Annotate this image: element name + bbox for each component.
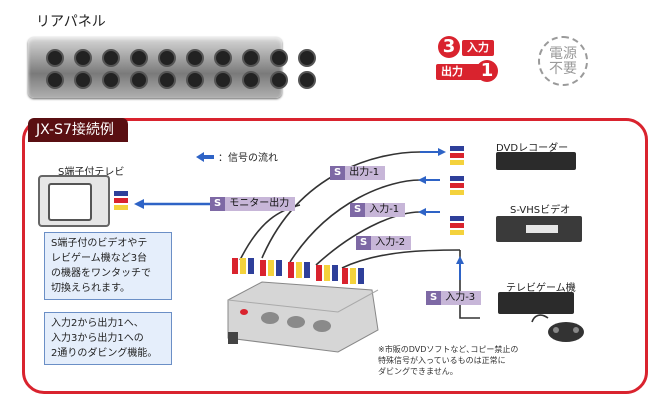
output1-text: 出力-1	[349, 167, 380, 178]
flow-out1-head	[438, 148, 446, 156]
cable-input1	[289, 179, 421, 263]
port	[214, 71, 232, 89]
plugs-tv	[114, 191, 128, 210]
port	[74, 49, 92, 67]
tv-screen	[48, 183, 92, 221]
port	[186, 71, 204, 89]
svhs-label: S-VHSビデオ	[510, 205, 571, 216]
plugs-svhs2	[450, 216, 464, 235]
port	[158, 71, 176, 89]
no-power-line1: 電源	[549, 46, 577, 62]
port	[186, 49, 204, 67]
note2-line2: 入力3から出力1への	[51, 333, 144, 344]
port	[46, 71, 64, 89]
dvd-recorder	[496, 152, 576, 170]
plugs-dvd	[450, 146, 464, 165]
port	[270, 71, 288, 89]
cable-input2	[315, 211, 421, 266]
port	[270, 49, 288, 67]
svhs-video	[496, 216, 582, 242]
game-console	[498, 292, 574, 314]
port	[102, 49, 120, 67]
input3-text: 入力-3	[445, 292, 476, 303]
game-label: テレビゲーム機	[506, 283, 576, 294]
io-badge: 3 入力 出力 1	[436, 34, 526, 94]
plugs-svhs	[450, 176, 464, 195]
note-dubbing: 入力2から出力1へ、 入力3から出力1への 2通りのダビング機能。	[44, 312, 172, 365]
port-row-top	[46, 49, 316, 67]
disclaimer-line3: ダビングできません。	[378, 367, 458, 376]
port	[242, 71, 260, 89]
tv-device	[38, 175, 110, 227]
cable-input3	[341, 249, 461, 269]
s-mark: S	[426, 291, 442, 305]
s-mark: S	[350, 203, 366, 217]
flow-in3-head	[456, 256, 464, 264]
cassette-slot	[526, 225, 558, 233]
port	[130, 71, 148, 89]
port	[298, 49, 316, 67]
diagram-title: JX-S7接続例	[28, 118, 128, 142]
port	[214, 49, 232, 67]
inputs-count: 3	[438, 36, 460, 58]
port	[298, 71, 316, 89]
tv-label: S端子付テレビ	[58, 167, 125, 178]
switcher-device	[227, 281, 379, 353]
s-mark: S	[330, 166, 346, 180]
flow-in1-head	[418, 176, 426, 184]
cable-input3-down	[459, 250, 480, 319]
s-mark: S	[356, 236, 372, 250]
rear-panel-image	[28, 37, 316, 98]
outputs-count: 1	[476, 60, 498, 82]
disclaimer-line1: ※市販のDVDソフトなど､コピー禁止の	[378, 345, 519, 354]
note2-line1: 入力2から出力1へ、	[51, 318, 144, 329]
note1-line3: の機器をワンタッチで	[51, 268, 151, 279]
note-switching: S端子付のビデオやテ レビゲーム機など3台 の機器をワンタッチで 切換えられます…	[44, 232, 172, 300]
port	[130, 49, 148, 67]
inputs-label: 入力	[462, 40, 494, 56]
monitor-output-text: モニター出力	[229, 198, 290, 209]
monitor-flow-arrowhead	[134, 199, 144, 209]
no-power-line2: 不要	[549, 61, 577, 77]
disclaimer: ※市販のDVDソフトなど､コピー禁止の 特殊信号が入っているものは正常に ダビン…	[378, 344, 558, 377]
legend-arrow-icon	[196, 152, 214, 162]
legend-text: ：信号の流れ	[218, 153, 278, 164]
note2-line3: 2通りのダビング機能。	[51, 348, 158, 359]
flow-in2-head	[418, 208, 426, 216]
cable-monitor	[239, 204, 301, 261]
port-row-bottom	[46, 71, 316, 89]
port	[74, 71, 92, 89]
note1-line4: 切換えられます。	[51, 283, 130, 294]
note1-line1: S端子付のビデオやテ	[51, 238, 148, 249]
port	[242, 49, 260, 67]
disclaimer-line2: 特殊信号が入っているものは正常に	[378, 356, 506, 365]
port	[102, 71, 120, 89]
s-mark: S	[210, 197, 226, 211]
dvd-label: DVDレコーダー	[496, 143, 569, 154]
input2-text: 入力-2	[375, 237, 406, 248]
rear-panel-title: リアパネル	[36, 14, 106, 30]
port	[46, 49, 64, 67]
input1-text: 入力-1	[369, 204, 400, 215]
plugs-switcher	[232, 258, 364, 284]
note1-line2: レビゲーム機など3台	[51, 253, 148, 264]
controller-icon	[531, 314, 584, 342]
outputs-label: 出力	[436, 64, 482, 80]
no-power-stamp: 電源 不要	[538, 36, 588, 86]
port	[158, 49, 176, 67]
